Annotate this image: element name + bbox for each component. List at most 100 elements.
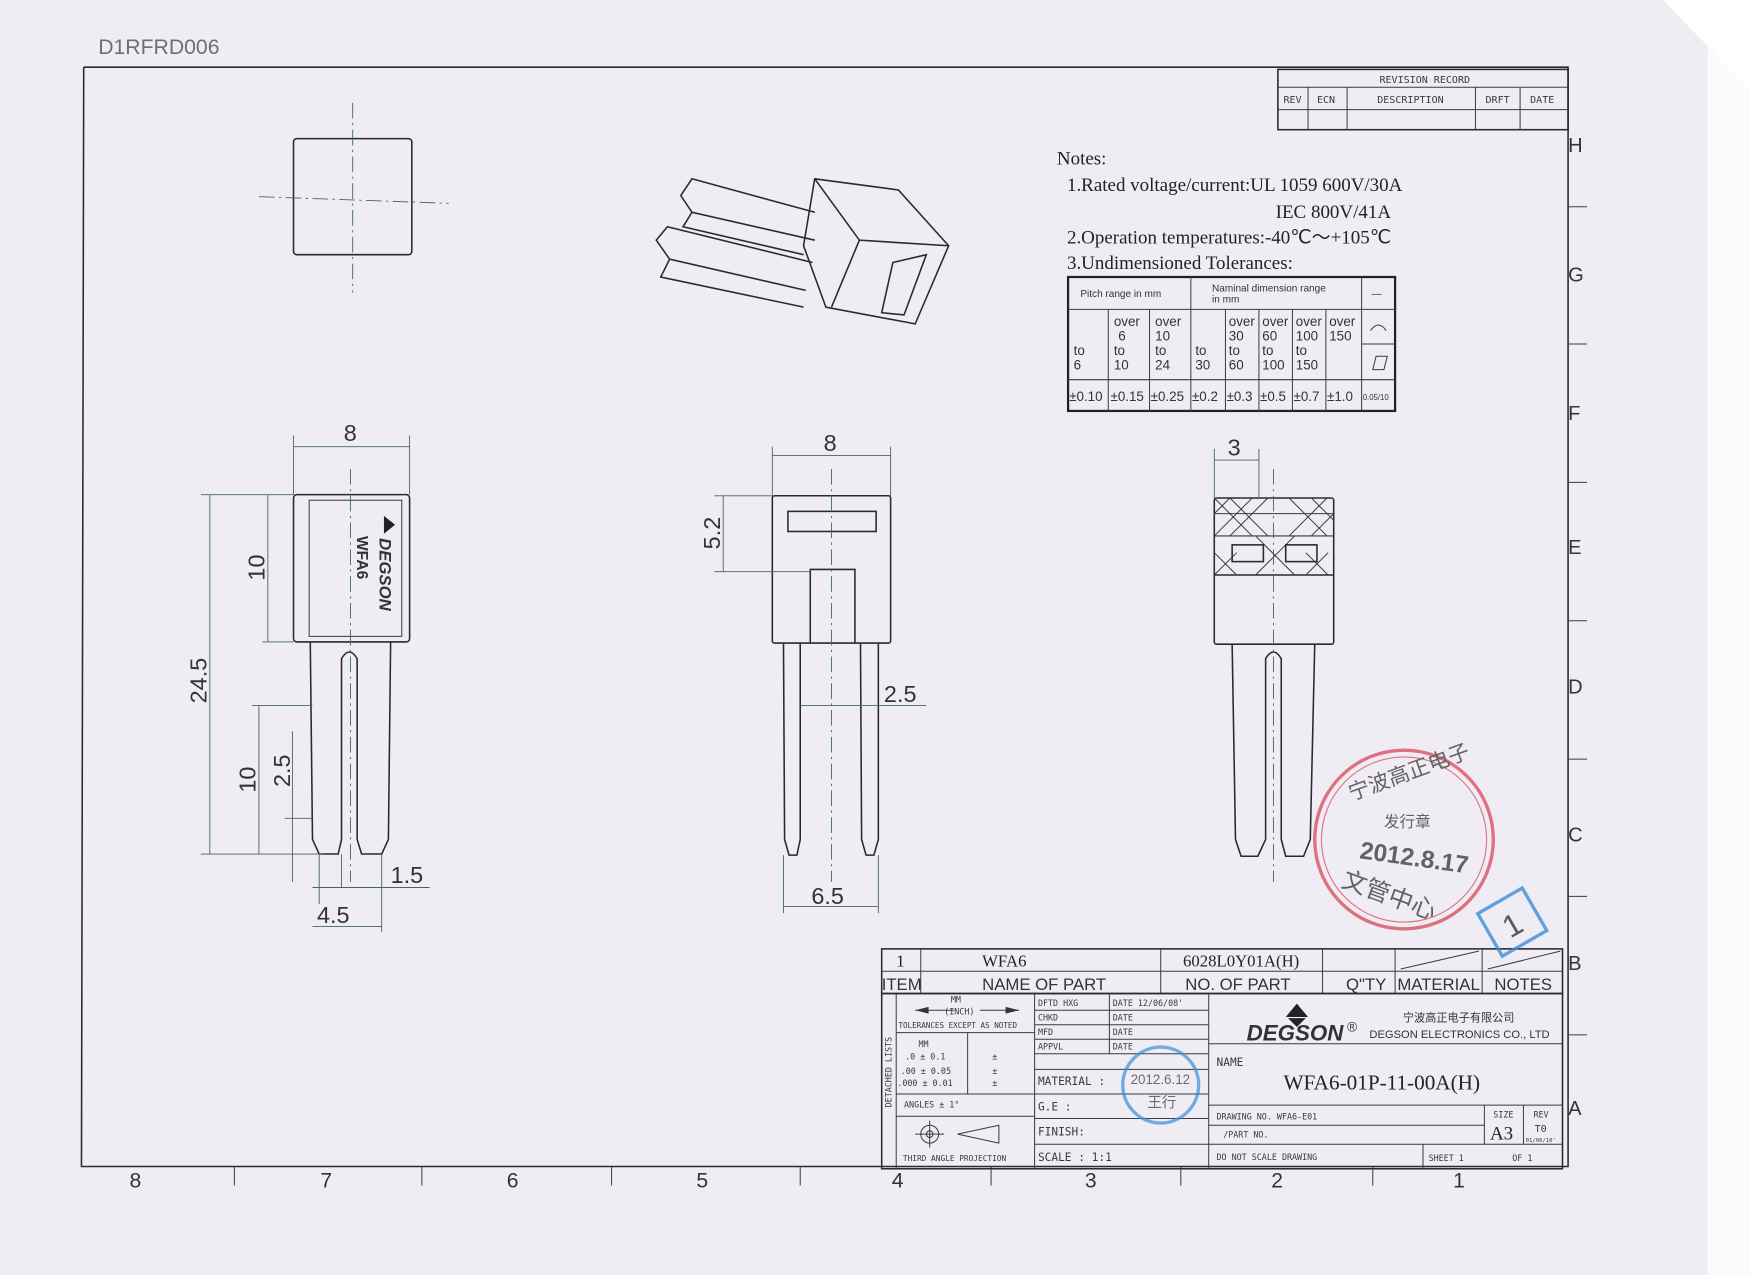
document-code: D1RFRD006 [98, 36, 219, 59]
dim-side-pin-span: 6.5 [811, 883, 844, 909]
projection-label: THIRD ANGLE PROJECTION [903, 1154, 1007, 1163]
stamp-text: 王行 [1147, 1094, 1176, 1111]
tol-inch: ± [992, 1051, 997, 1061]
svg-text:to: to [1229, 343, 1240, 358]
svg-text:to: to [1074, 343, 1085, 358]
dim-end-width: 3 [1228, 435, 1241, 461]
zone-col: 5 [696, 1170, 708, 1193]
part-number-label: /PART NO. [1223, 1130, 1268, 1140]
svg-text:over: over [1229, 314, 1256, 329]
isometric-view [655, 177, 950, 325]
title-block: DETACHED LISTS MM (INCH) TOLERANCES EXCE… [880, 992, 1564, 1170]
svg-text:±1.0: ±1.0 [1327, 389, 1353, 404]
svg-text:over: over [1114, 314, 1141, 329]
zone-col: 1 [1453, 1170, 1465, 1193]
zone-row-labels: H G F E D C B A [1568, 135, 1584, 1120]
appvl-label: APPVL [1038, 1041, 1063, 1051]
note-3: 3.Undimensioned Tolerances: [1067, 253, 1293, 274]
revision-record-title: REVISION RECORD [1379, 75, 1470, 86]
company-name-cn: 宁波高正电子有限公司 [1403, 1010, 1515, 1024]
dim-side-pin-width: 2.5 [884, 681, 917, 707]
svg-text:±0.15: ±0.15 [1110, 389, 1143, 404]
dim-front-width: 8 [344, 420, 357, 446]
side-view: 8 5.2 2.5 6.5 [699, 430, 927, 914]
zone-row: C [1568, 825, 1583, 847]
header-qty: Q"TY [1346, 975, 1386, 994]
description-header: DESCRIPTION [1377, 95, 1443, 106]
rev-header: REV [1283, 95, 1301, 106]
svg-text:60: 60 [1262, 329, 1277, 344]
svg-text:10: 10 [1114, 358, 1129, 373]
parts-item-name: WFA6 [982, 952, 1026, 971]
zone-col: 7 [320, 1170, 332, 1193]
tol-mm: MM [919, 1039, 929, 1049]
header-no-of-part: NO. OF PART [1185, 975, 1290, 994]
company-logo-text: DEGSON [1247, 1020, 1345, 1045]
mfd-label: MFD [1038, 1027, 1053, 1037]
dftd-date: DATE 12/06/08' [1113, 998, 1183, 1008]
unit-inch: (INCH) [944, 1007, 974, 1017]
ge-label: G.E : [1038, 1101, 1072, 1114]
ecn-header: ECN [1317, 95, 1335, 106]
svg-text:to: to [1155, 343, 1166, 358]
tol-inch: ± [992, 1066, 997, 1076]
dim-front-pin-span: 4.5 [317, 902, 350, 928]
unit-mm: MM [951, 994, 961, 1004]
marking-brand: DEGSON [375, 538, 394, 611]
dim-side-width: 8 [824, 430, 837, 456]
zone-row: F [1568, 403, 1580, 425]
svg-text:60: 60 [1229, 358, 1244, 373]
header-item: ITEM [882, 975, 922, 994]
svg-text:±0.2: ±0.2 [1192, 389, 1218, 404]
drawing-number: DRAWING NO. WFA6-E01 [1217, 1112, 1318, 1122]
do-not-scale-note: DO NOT SCALE DRAWING [1217, 1152, 1318, 1162]
sheet-total: OF 1 [1512, 1153, 1532, 1163]
svg-text:10: 10 [1155, 329, 1170, 344]
zone-row: G [1568, 264, 1584, 286]
registered-mark: ® [1347, 1019, 1357, 1034]
zone-col: 2 [1271, 1170, 1283, 1193]
svg-text:±0.10: ±0.10 [1069, 389, 1102, 404]
rev-date: 01/06/10' [1526, 1138, 1556, 1144]
parts-list: 1 WFA6 6028L0Y01A(H) ITEM NAME OF PART N… [880, 948, 1564, 995]
nominal-header-unit: in mm [1212, 295, 1239, 306]
svg-text:100: 100 [1296, 329, 1318, 344]
dim-front-body-height: 10 [244, 555, 270, 581]
dftd-label: DFTD HXG [1038, 998, 1078, 1008]
range-col: to6 [1074, 343, 1085, 373]
company-name-en: DEGSON ELECTRONICS CO., LTD [1369, 1029, 1549, 1041]
third-angle-projection-symbol [915, 1120, 1000, 1148]
svg-text:over: over [1155, 314, 1182, 329]
tol-row: .00 ± 0.05 [901, 1066, 951, 1076]
date-label: DATE [1113, 1041, 1133, 1051]
svg-text:24: 24 [1155, 358, 1170, 373]
marking-model: WFA6 [353, 536, 370, 580]
svg-text:±0.5: ±0.5 [1260, 389, 1286, 404]
pitch-header: Pitch range in mm [1080, 289, 1161, 300]
straightness-symbol: — [1372, 289, 1383, 300]
date-header: DATE [1530, 95, 1554, 106]
zone-row: B [1568, 953, 1581, 975]
company-logo: DEGSON ® [1247, 1003, 1357, 1045]
zone-row: A [1568, 1098, 1582, 1120]
svg-text:±0.25: ±0.25 [1151, 389, 1184, 404]
zone-row: D [1568, 676, 1583, 698]
revision: T0 [1535, 1124, 1547, 1135]
svg-text:to: to [1114, 343, 1125, 358]
svg-text:to: to [1262, 343, 1273, 358]
zone-col: 4 [892, 1170, 904, 1193]
svg-text:0.05/10: 0.05/10 [1363, 393, 1390, 402]
svg-text:over: over [1262, 314, 1289, 329]
svg-text:to: to [1195, 343, 1206, 358]
finish-label: FINISH: [1038, 1125, 1085, 1138]
header-notes: NOTES [1494, 975, 1552, 994]
drawing-border [80, 66, 1588, 1186]
svg-text:over: over [1329, 314, 1356, 329]
svg-text:±0.3: ±0.3 [1227, 389, 1253, 404]
